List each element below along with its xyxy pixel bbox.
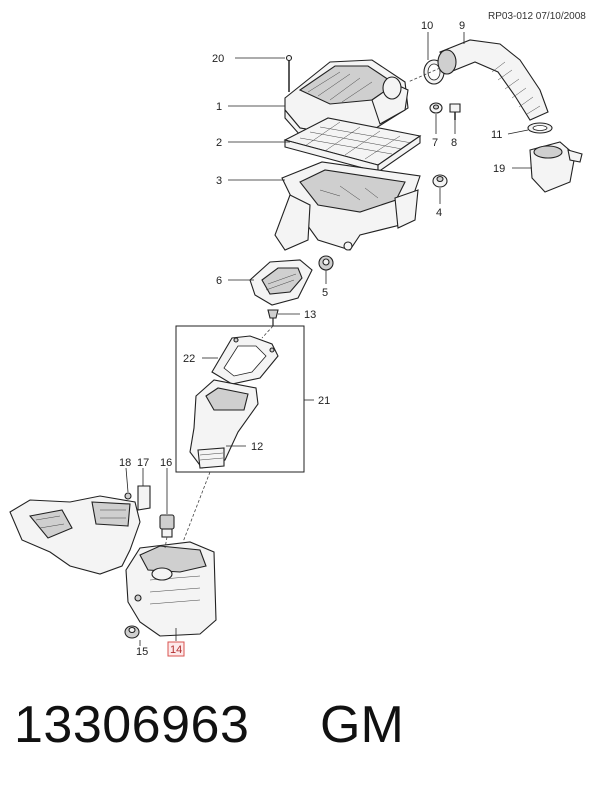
callout-6: 6: [216, 275, 222, 287]
callout-11: 11: [491, 129, 502, 141]
callout-21: 21: [318, 395, 330, 407]
callout-14-highlight: [167, 641, 185, 657]
callout-20: 20: [212, 53, 224, 65]
callout-8: 8: [451, 137, 457, 149]
part-grommet-4: [432, 174, 448, 188]
callout-13: 13: [304, 309, 316, 321]
part-clip-13: [267, 309, 279, 326]
callout-14: 14: [170, 644, 182, 656]
part-grommet-5: [318, 255, 334, 271]
callout-18: 18: [119, 457, 131, 469]
part-grommet-15: [124, 625, 140, 639]
part-grommet-16: [159, 514, 175, 538]
callout-19: 19: [493, 163, 505, 175]
part-clamp-11: [527, 122, 553, 134]
part-inlet-duct-6: [249, 259, 313, 306]
callout-5: 5: [322, 287, 328, 299]
callout-9: 9: [459, 20, 465, 32]
callout-2: 2: [216, 137, 222, 149]
callout-15: 15: [136, 646, 148, 658]
part-intake-hose-9: [437, 39, 549, 121]
part-duct-12: [189, 379, 259, 469]
brand-name: GM: [320, 696, 404, 754]
kit-group-box-21: [175, 325, 305, 473]
callout-4: 4: [436, 207, 442, 219]
part-gasket-22: [211, 335, 279, 385]
diagram-reference: RP03-012 07/10/2008: [488, 11, 586, 22]
part-number: 13306963: [14, 696, 250, 754]
part-bracket-17: [137, 485, 151, 511]
part-resonator-19: [529, 141, 583, 193]
part-air-cleaner-housing-3: [274, 161, 421, 251]
callout-22: 22: [183, 353, 195, 365]
part-sensor-8: [449, 103, 461, 120]
callout-7: 7: [432, 137, 438, 149]
callout-17: 17: [137, 457, 149, 469]
callout-labels: 20 1 2 3 4 5 6 7 8 9 10 11 19 13 22 21 1…: [119, 20, 505, 658]
callout-16: 16: [160, 457, 172, 469]
callout-1: 1: [216, 101, 222, 113]
part-resonator-body: [125, 541, 217, 637]
assembly-lines: [164, 67, 441, 549]
part-bolt-18: [124, 492, 132, 500]
part-lower-intake-duct: [9, 495, 141, 575]
part-screw-20: [285, 54, 293, 92]
callout-10: 10: [421, 20, 433, 32]
leader-lines: [125, 32, 532, 646]
part-clamp-7: [429, 102, 443, 114]
callout-12: 12: [251, 441, 263, 453]
callout-3: 3: [216, 175, 222, 187]
exploded-parts-diagram: RP03-012 07/10/2008: [9, 11, 586, 658]
